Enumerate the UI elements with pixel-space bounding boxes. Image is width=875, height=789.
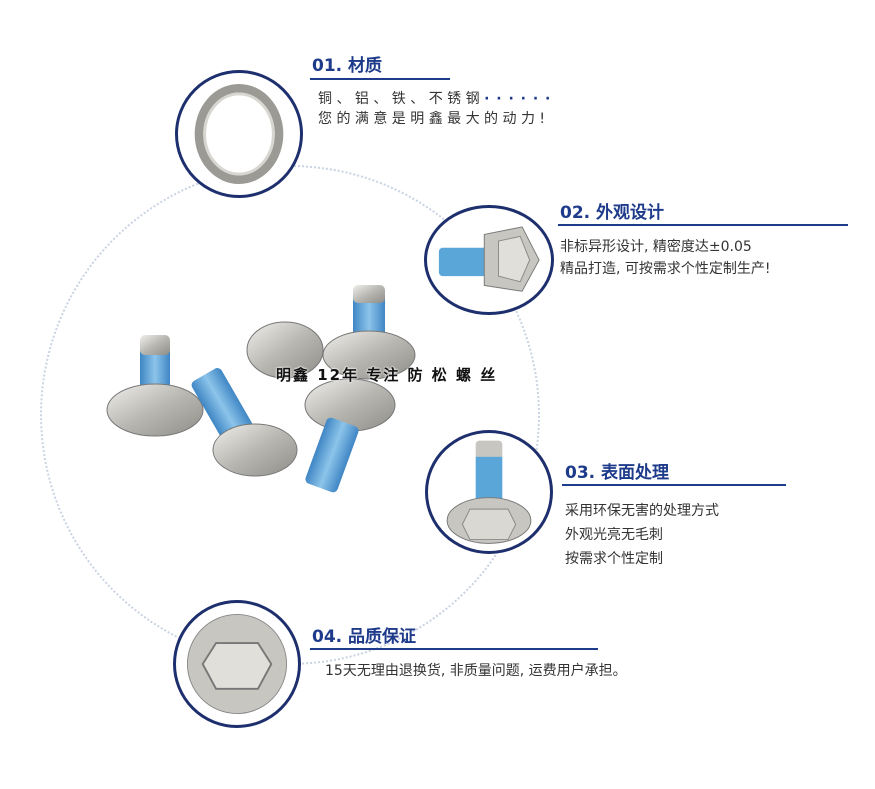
spring-ring-icon [194, 83, 284, 185]
quality-desc-line-1: 15天无理由退换货, 非质量问题, 运费用户承担。 [325, 663, 627, 679]
section-title-quality: 04. 品质保证 [312, 627, 417, 647]
title-rule-quality [310, 648, 598, 650]
material-desc-line-1: 铜 、 铝 、 铁 、 不 锈 钢 · · · · · · [318, 91, 552, 107]
surface-desc-line-3: 按需求个性定制 [565, 551, 663, 567]
section-title-surface: 03. 表面处理 [565, 463, 670, 483]
bolt-upright-icon [446, 440, 532, 544]
title-rule-design [558, 224, 848, 226]
title-rule-surface [562, 484, 786, 486]
surface-desc-line-2: 外观光亮无毛刺 [565, 527, 663, 543]
surface-badge [425, 430, 553, 554]
section-title-material: 01. 材质 [312, 56, 383, 76]
surface-desc-line-1: 采用环保无害的处理方式 [565, 503, 719, 519]
material-desc-line-2: 您 的 满 意 是 明 鑫 最 大 的 动 力 ! [318, 111, 546, 127]
section-title-design: 02. 外观设计 [560, 203, 665, 223]
product-photo-bolts [106, 285, 416, 493]
design-desc-line-2: 精品打造, 可按需求个性定制生产! [560, 261, 771, 277]
design-desc-line-1: 非标异形设计, 精密度达±0.05 [560, 239, 752, 255]
trailing-dots: · · · · · · [484, 91, 552, 107]
material-badge [175, 70, 303, 198]
watermark-text: 明鑫 12年 专注 防 松 螺 丝 [276, 366, 498, 384]
bolt-head-top-icon [186, 613, 288, 715]
bolt-side-icon [438, 226, 540, 292]
quality-badge [173, 600, 301, 728]
design-badge [424, 205, 554, 315]
title-rule-material [310, 78, 450, 80]
